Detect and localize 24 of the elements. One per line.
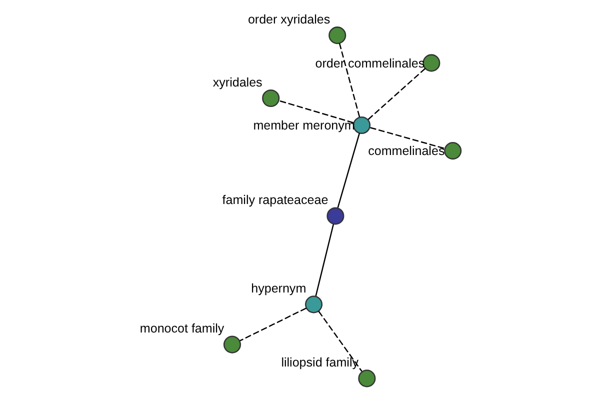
node-label: monocot family <box>139 322 224 336</box>
connector <box>278 100 354 124</box>
connector <box>367 68 426 120</box>
node-circle <box>358 370 376 388</box>
connector <box>239 308 306 342</box>
node-label: liliopsid family <box>280 356 358 370</box>
node-label: family rapateaceae <box>222 193 328 208</box>
node-circle <box>444 142 462 160</box>
node-label: xyridales <box>212 75 262 90</box>
connector <box>314 224 334 296</box>
node-circle <box>328 26 346 44</box>
node-circle <box>352 116 370 134</box>
node-label: member meronym <box>252 118 354 133</box>
connector <box>369 126 444 150</box>
connector <box>338 43 360 118</box>
node-circle <box>262 89 280 108</box>
node-label: commelinales <box>368 144 444 158</box>
node-circle <box>326 207 344 225</box>
node-circle <box>222 336 240 354</box>
connector <box>318 310 362 372</box>
node-circle <box>304 296 322 314</box>
connector <box>336 133 360 208</box>
node-label: order xyridales <box>247 12 330 26</box>
node-label: hypernym <box>250 282 306 296</box>
